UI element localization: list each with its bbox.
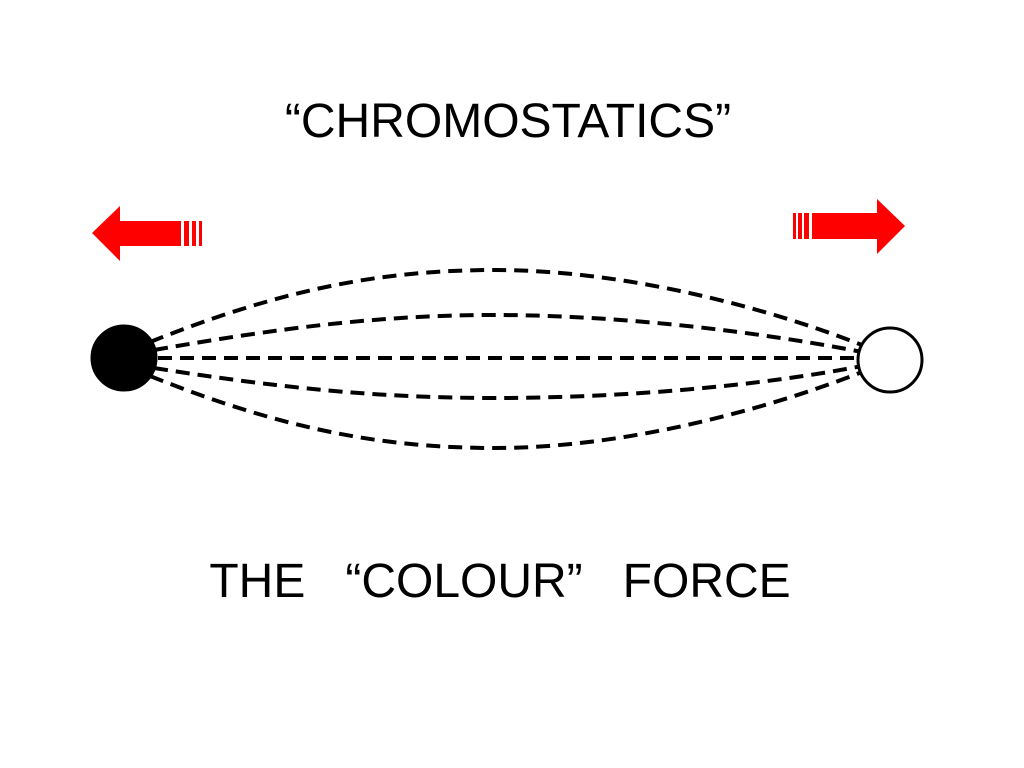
left-particle <box>90 324 158 392</box>
field-line-inner-top <box>153 312 863 354</box>
left-arrow-icon <box>92 206 202 261</box>
right-particle <box>856 326 924 394</box>
slide-title: “CHROMOSTATICS” <box>284 95 732 148</box>
field-line-outer-top <box>149 267 863 347</box>
field-line-outer-bottom <box>149 370 863 451</box>
right-arrow-icon <box>793 199 905 254</box>
slide-caption: THE “COLOUR” FORCE <box>209 555 791 608</box>
field-line-inner-bottom <box>153 364 863 401</box>
field-lines <box>149 267 863 451</box>
